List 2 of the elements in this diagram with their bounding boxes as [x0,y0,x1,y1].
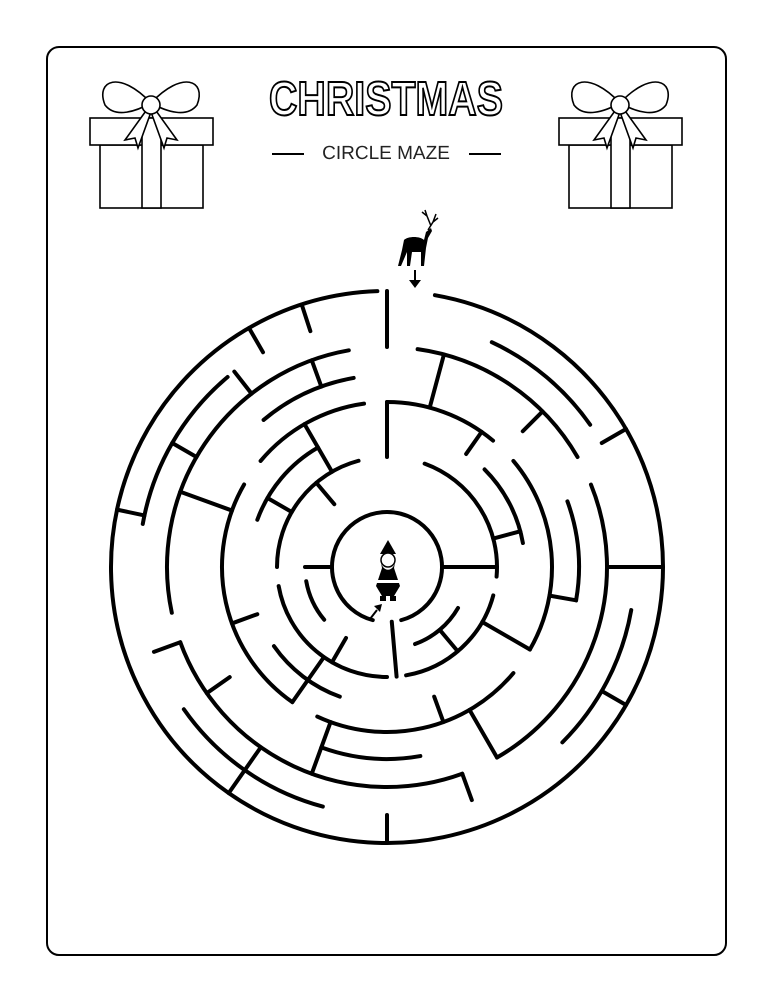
subtitle: CIRCLE MAZE [321,142,451,166]
title: CHRISTMAS [268,72,504,128]
